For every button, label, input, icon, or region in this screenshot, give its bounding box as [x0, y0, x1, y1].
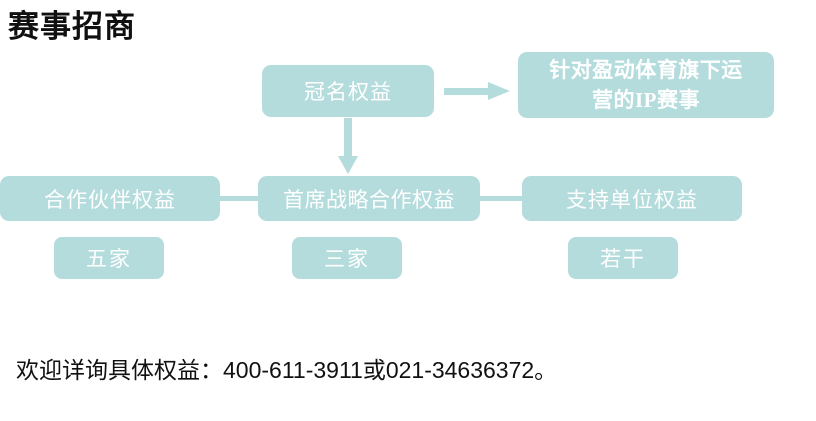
node-support-unit-rights: 支持单位权益 [522, 176, 742, 221]
node-partner-rights: 合作伙伴权益 [0, 176, 220, 221]
arrow-right-shaft [444, 88, 490, 95]
node-title-rights: 冠名权益 [262, 65, 434, 117]
arrow-down-icon [338, 118, 358, 174]
node-partner-count: 五家 [54, 237, 164, 279]
page-title: 赛事招商 [8, 9, 136, 44]
footer-contact-line: 欢迎详询具体权益：400-611-3911或021-34636372。 [16, 357, 558, 383]
arrow-right-head [488, 82, 510, 100]
node-chief-strategic-rights: 首席战略合作权益 [258, 176, 480, 221]
node-ip-events: 针对盈动体育旗下运 营的IP赛事 [518, 52, 774, 118]
node-chief-count: 三家 [292, 237, 402, 279]
connector-chief-to-support [478, 196, 524, 201]
connector-partner-to-chief [218, 196, 260, 201]
arrow-down-shaft [344, 118, 352, 158]
arrow-right-icon [444, 82, 510, 100]
node-support-count: 若干 [568, 237, 678, 279]
arrow-down-head [338, 156, 358, 174]
